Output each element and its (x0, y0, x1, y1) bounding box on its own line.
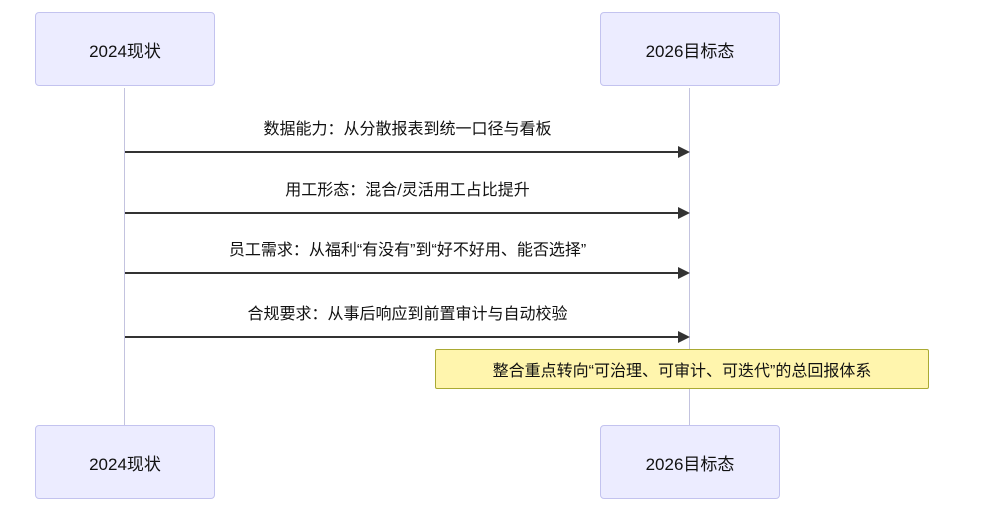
actor-2024-bottom: 2024现状 (35, 425, 215, 499)
arrowhead-right-icon (678, 331, 690, 343)
actor-2026-top: 2026目标态 (600, 12, 780, 86)
message-2-label: 用工形态：混合/灵活用工占比提升 (285, 182, 530, 199)
message-4-arrow (125, 331, 690, 343)
message-1-arrow (125, 146, 690, 158)
actor-2024-bottom-label: 2024现状 (89, 454, 161, 474)
message-1: 数据能力：从分散报表到统一口径与看板 (125, 119, 690, 158)
message-4: 合规要求：从事后响应到前置审计与自动校验 (125, 304, 690, 343)
actor-2026-bottom: 2026目标态 (600, 425, 780, 499)
message-1-label: 数据能力：从分散报表到统一口径与看板 (263, 121, 552, 138)
actor-2026-top-label: 2026目标态 (645, 41, 735, 61)
actor-2024-top: 2024现状 (35, 12, 215, 86)
actor-2024-top-label: 2024现状 (89, 41, 161, 61)
message-2: 用工形态：混合/灵活用工占比提升 (125, 180, 690, 219)
message-4-label: 合规要求：从事后响应到前置审计与自动校验 (247, 306, 568, 323)
arrowhead-right-icon (678, 207, 690, 219)
note-label: 整合重点转向“可治理、可审计、可迭代”的总回报体系 (492, 363, 872, 380)
message-3: 员工需求：从福利“有没有”到“好不好用、能否选择” (125, 240, 690, 279)
arrowhead-right-icon (678, 146, 690, 158)
lifeline-2026 (689, 88, 690, 425)
note-box: 整合重点转向“可治理、可审计、可迭代”的总回报体系 (435, 349, 929, 389)
message-3-arrow (125, 267, 690, 279)
lifeline-2024 (124, 88, 125, 425)
actor-2026-bottom-label: 2026目标态 (645, 454, 735, 474)
message-3-label: 员工需求：从福利“有没有”到“好不好用、能否选择” (228, 242, 587, 259)
arrowhead-right-icon (678, 267, 690, 279)
message-2-arrow (125, 207, 690, 219)
